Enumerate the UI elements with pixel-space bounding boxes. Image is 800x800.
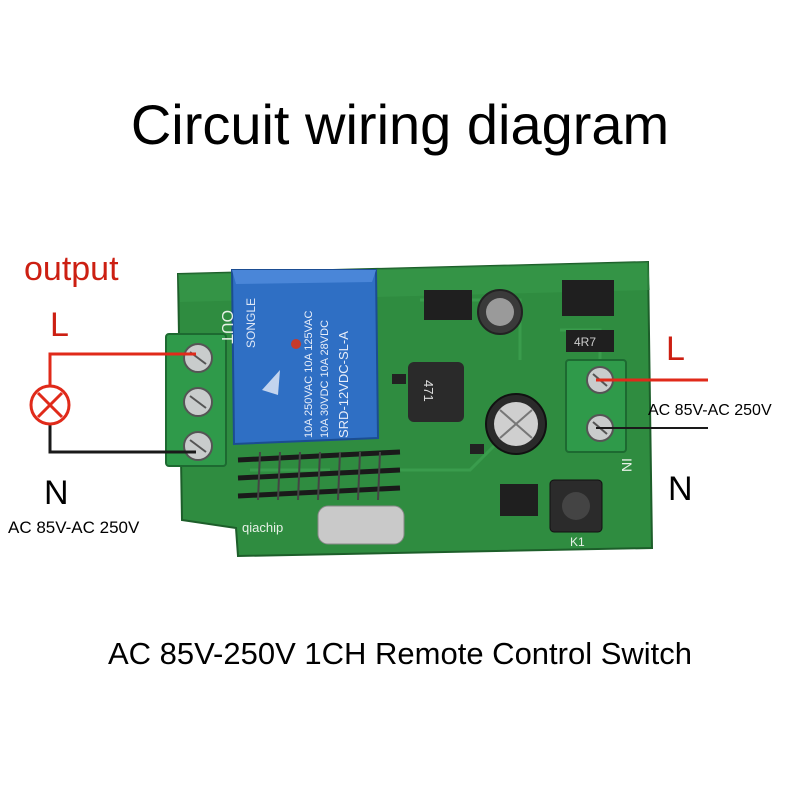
relay-rating-2-text: 10A 30VDC 10A 28VDC <box>319 320 331 438</box>
out-marking-text: OUT <box>218 310 235 344</box>
left-neutral-label: N <box>44 474 69 512</box>
components: 471 4R7 K1 <box>237 280 614 549</box>
inductor-text: 471 <box>421 380 436 402</box>
button-text: K1 <box>570 535 585 549</box>
left-live-label: L <box>50 306 69 344</box>
chip-brand-text: qiachip <box>242 520 283 535</box>
in-marking-text: IN <box>619 458 635 472</box>
relay: SONGLE SRD-12VDC-SL-A 10A 250VAC 10A 125… <box>230 269 380 446</box>
right-neutral-label: N <box>668 470 693 508</box>
page-title: Circuit wiring diagram <box>130 93 670 156</box>
output-label: output <box>24 250 119 288</box>
right-wiring <box>596 378 708 429</box>
input-terminal-block <box>565 359 627 453</box>
right-voltage-label: AC 85V-AC 250V <box>648 402 772 419</box>
left-voltage-label: AC 85V-AC 250V <box>8 518 140 537</box>
page-subtitle: AC 85V-250V 1CH Remote Control Switch <box>107 636 693 671</box>
relay-model-text: SRD-12VDC-SL-A <box>336 331 351 438</box>
resistor-text: 4R7 <box>574 335 596 349</box>
left-wiring <box>29 352 196 454</box>
relay-rating-1-text: 10A 250VAC 10A 125VAC <box>303 311 315 438</box>
output-terminal-block <box>165 333 227 467</box>
relay-brand-text: SONGLE <box>244 298 258 348</box>
right-live-label: L <box>666 330 685 368</box>
